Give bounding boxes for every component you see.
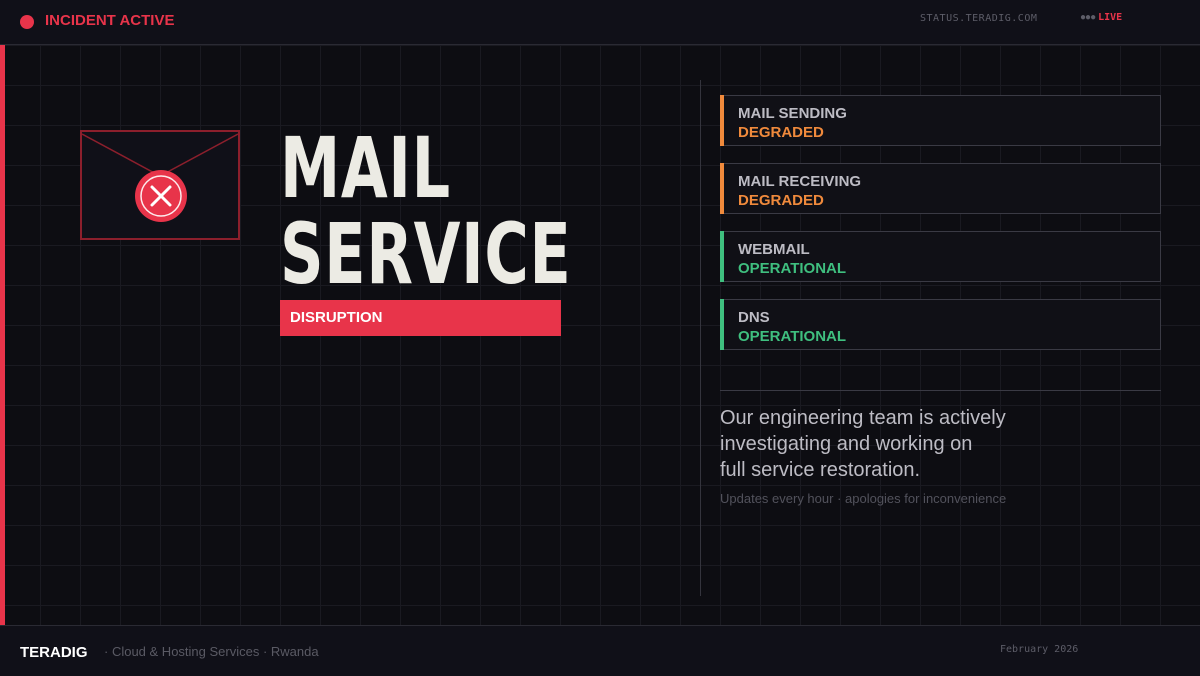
footer-date: February 2026: [1000, 644, 1079, 655]
service-name: MAIL RECEIVING: [738, 173, 862, 190]
main-panel: MAIL SERVICE DISRUPTION MAIL SENDING DEG…: [0, 45, 1200, 625]
message-line-3: full service restoration.: [720, 459, 921, 481]
service-status-bar: [720, 95, 724, 146]
incident-label: INCIDENT ACTIVE: [45, 12, 175, 29]
message-line-2: investigating and working on: [720, 433, 973, 455]
service-card-mail-receiving: MAIL RECEIVING DEGRADED: [720, 163, 1161, 214]
service-card-mail-sending: MAIL SENDING DEGRADED: [720, 95, 1161, 146]
error-x-icon: [135, 170, 187, 222]
title-line-1: MAIL: [280, 119, 451, 217]
page-title: MAIL SERVICE: [280, 125, 571, 297]
service-status-bar: [720, 163, 724, 214]
title-line-2: SERVICE: [280, 205, 572, 303]
vertical-divider: [700, 80, 701, 596]
disruption-badge: DISRUPTION: [280, 300, 561, 336]
footer: TERADIG · Cloud & Hosting Services · Rwa…: [0, 625, 1200, 676]
service-card-dns: DNS OPERATIONAL: [720, 299, 1161, 350]
top-bar: INCIDENT ACTIVE STATUS.TERADIG.COM ●●●LI…: [0, 0, 1200, 45]
envelope-error-icon: [80, 130, 240, 240]
service-status-bar: [720, 231, 724, 282]
service-status: DEGRADED: [738, 124, 824, 141]
service-status: DEGRADED: [738, 192, 824, 209]
service-name: DNS: [738, 309, 770, 326]
brand-logo: TERADIG: [20, 644, 88, 661]
service-card-webmail: WEBMAIL OPERATIONAL: [720, 231, 1161, 282]
service-status-bar: [720, 299, 724, 350]
message-line-1: Our engineering team is actively: [720, 407, 1006, 429]
service-name: MAIL SENDING: [738, 105, 847, 122]
left-accent-bar: [0, 45, 5, 625]
status-url-link[interactable]: STATUS.TERADIG.COM: [920, 13, 1038, 24]
incident-status-dot: [20, 15, 34, 29]
service-status: OPERATIONAL: [738, 260, 847, 277]
live-label: LIVE: [1098, 12, 1123, 23]
update-note: Updates every hour · apologies for incon…: [720, 491, 1007, 506]
brand-tagline: · Cloud & Hosting Services · Rwanda: [104, 644, 319, 659]
horizontal-divider: [720, 390, 1161, 391]
status-message: Our engineering team is actively investi…: [720, 405, 1180, 483]
live-indicator: ●●●LIVE: [1080, 12, 1122, 23]
service-name: WEBMAIL: [738, 241, 810, 258]
service-status: OPERATIONAL: [738, 328, 847, 345]
live-dots-icon: ●●●: [1080, 12, 1096, 23]
